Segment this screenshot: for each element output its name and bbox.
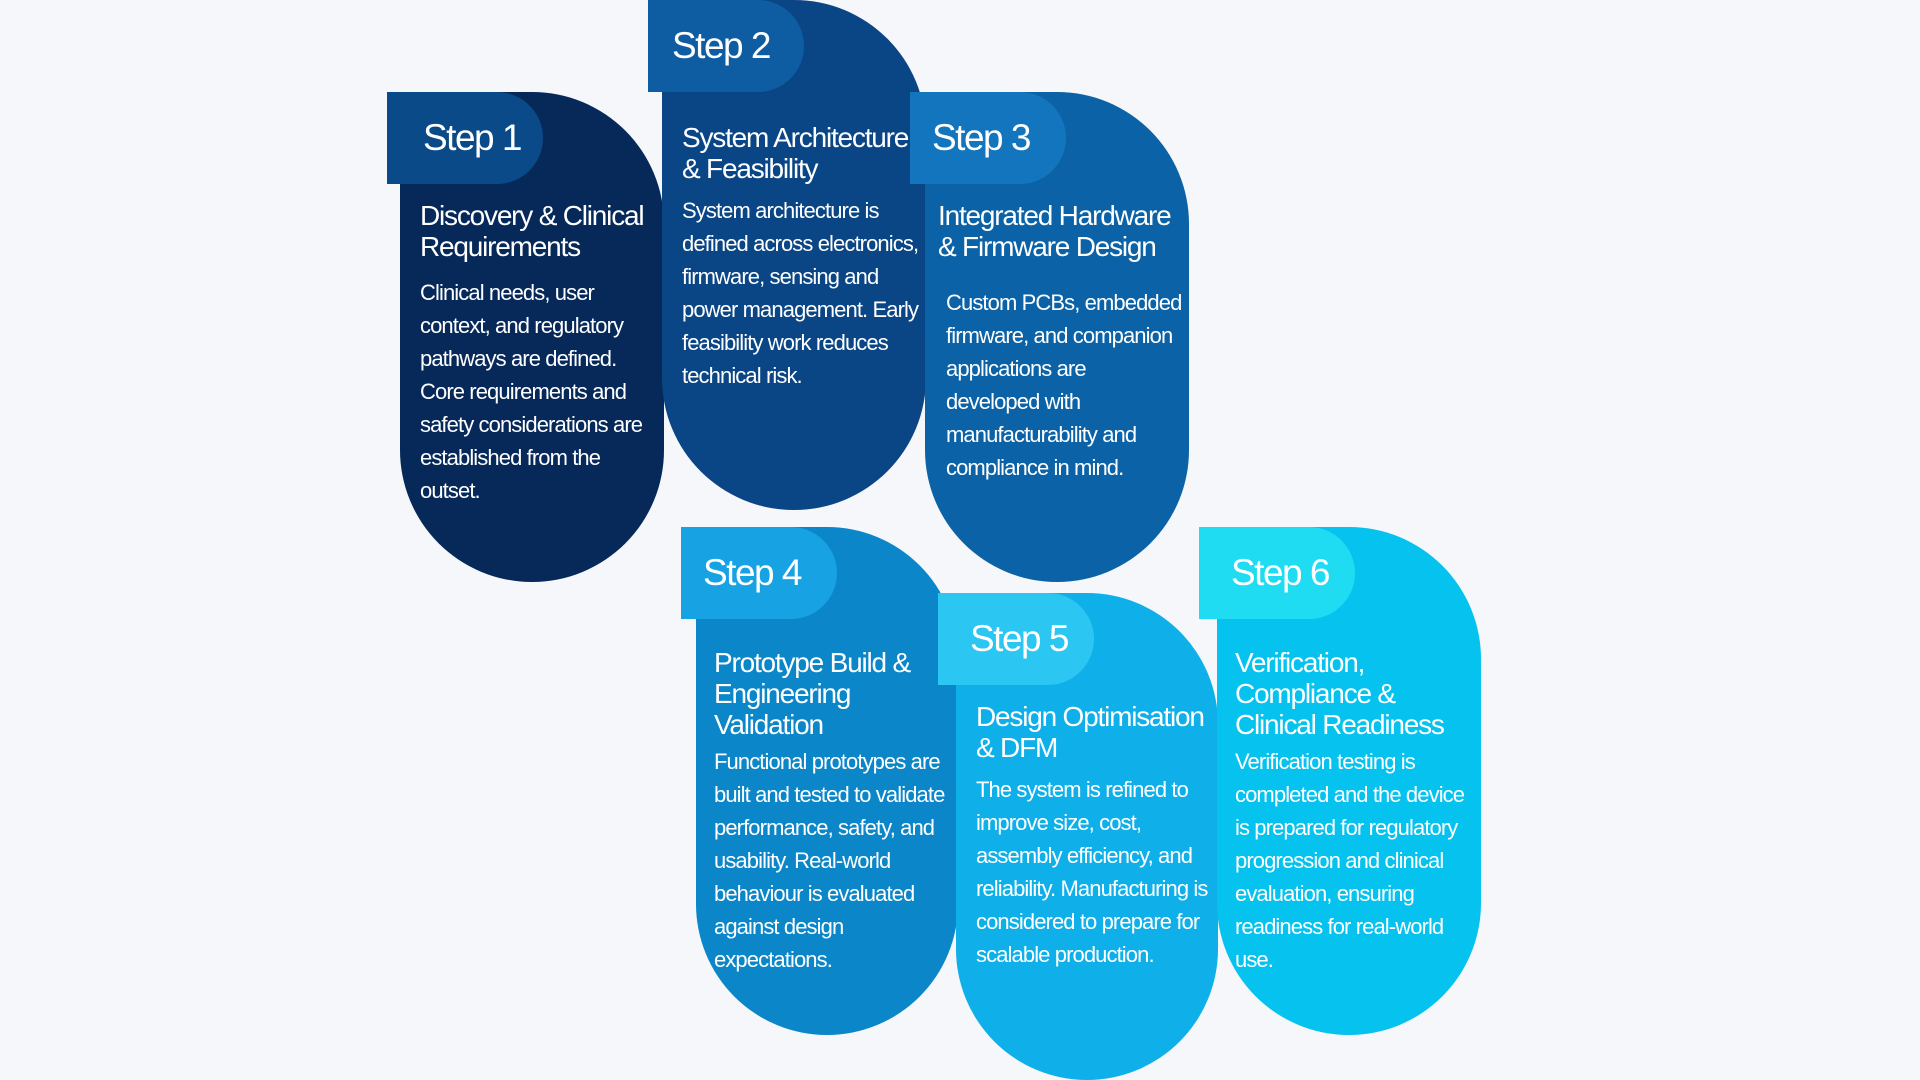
step-5-tab: Step 5 [938, 593, 1094, 685]
step-1-tab: Step 1 [387, 92, 543, 184]
step-1-description: Clinical needs, user context, and regula… [420, 280, 643, 503]
step-6-tab: Step 6 [1199, 527, 1355, 619]
step-4-description: Functional prototypes are built and test… [714, 749, 945, 972]
step-1-label: Step 1 [423, 117, 522, 158]
step-5-label: Step 5 [970, 618, 1069, 659]
step-2-title: System Architecture & Feasibility [682, 122, 909, 184]
step-3-tab: Step 3 [910, 92, 1066, 184]
step-6-title: Verification, Compliance & Clinical Read… [1235, 647, 1445, 740]
step-4-label: Step 4 [703, 552, 802, 593]
step-5-title: Design Optimisation & DFM [976, 701, 1205, 763]
step-1-card: Discovery & Clinical Requirements Clinic… [400, 92, 664, 582]
step-3-label: Step 3 [932, 117, 1031, 158]
step-3-title: Integrated Hardware & Firmware Design [938, 200, 1172, 262]
step-3-description: Custom PCBs, embedded firmware, and comp… [946, 290, 1182, 480]
step-6-card: Verification, Compliance & Clinical Read… [1217, 527, 1481, 1035]
step-4-title: Prototype Build & Engineering Validation [714, 647, 911, 740]
step-6-label: Step 6 [1231, 552, 1330, 593]
step-5-description: The system is refined to improve size, c… [976, 777, 1208, 967]
step-1-title: Discovery & Clinical Requirements [420, 200, 645, 262]
step-6-description: Verification testing is completed and th… [1235, 749, 1465, 972]
step-4-tab: Step 4 [681, 527, 837, 619]
step-2-tab: Step 2 [648, 0, 804, 92]
step-2-label: Step 2 [672, 25, 771, 66]
step-2-description: System architecture is defined across el… [682, 198, 919, 388]
